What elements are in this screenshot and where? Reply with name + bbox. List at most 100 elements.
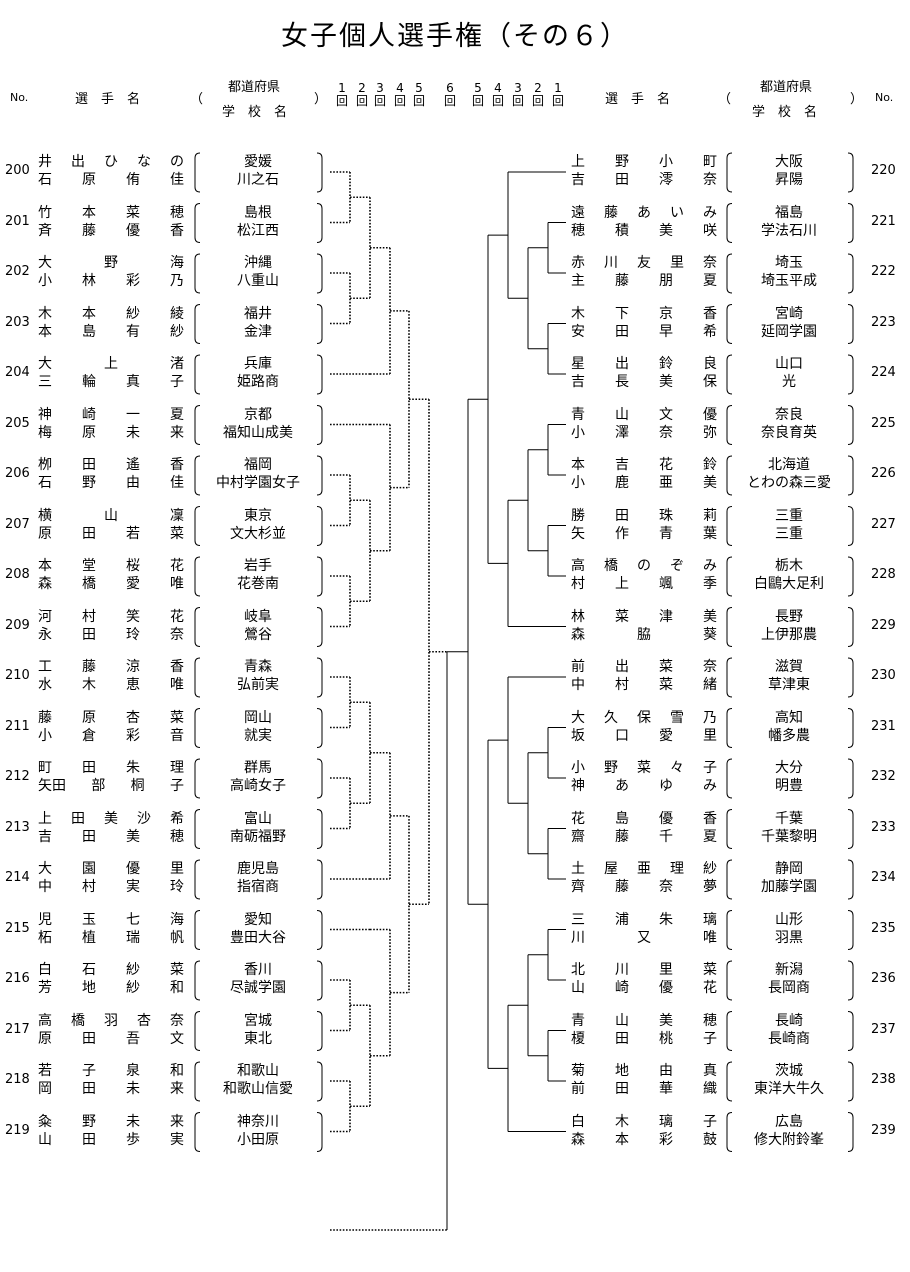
right-player-1-name: 三浦朱璃 xyxy=(571,911,717,929)
bracket-paren xyxy=(316,556,323,597)
left-player-2-name: 岡田未来 xyxy=(38,1080,184,1098)
name-char: 山 xyxy=(104,507,118,524)
name-char: 田 xyxy=(82,1030,96,1047)
name-char: 里 xyxy=(703,727,717,744)
bracket-paren xyxy=(316,910,323,950)
name-char: 杏 xyxy=(137,1012,151,1029)
name-char: 朋 xyxy=(659,273,673,289)
name-char: 井 xyxy=(38,154,52,170)
pref-header-left: 都道府県 xyxy=(228,80,281,95)
name-char: 藤 xyxy=(82,222,96,239)
entry-number-left: 216 xyxy=(5,971,30,986)
name-char: 若 xyxy=(126,525,140,542)
name-char: 子 xyxy=(169,778,184,794)
school-right: 延岡学園 xyxy=(761,323,817,340)
name-char: ひ xyxy=(104,154,118,170)
left-player-1-name: 若子泉和 xyxy=(38,1062,184,1080)
name-char: 野 xyxy=(82,475,96,491)
left-player-1-name: 上田美沙希 xyxy=(38,810,184,828)
right-player-1-name: 本吉花鈴 xyxy=(571,456,717,474)
bracket-paren xyxy=(316,859,323,900)
name-char: 原 xyxy=(82,709,96,726)
name-char: 彩 xyxy=(126,727,140,744)
name-char: 上 xyxy=(104,356,118,372)
name-char: 弥 xyxy=(703,424,717,441)
prefecture-right: 千葉 xyxy=(775,810,803,827)
name-char: 口 xyxy=(615,727,629,744)
name-char: 美 xyxy=(703,608,717,625)
name-char: 愛 xyxy=(659,727,673,744)
name-char: 唯 xyxy=(170,576,184,592)
name-char: 朱 xyxy=(659,911,673,928)
name-char: 島 xyxy=(615,810,629,827)
left-player-1-name: 粂野未来 xyxy=(38,1113,184,1131)
entry-number-right: 238 xyxy=(871,1072,896,1087)
entry-number-left: 211 xyxy=(5,718,30,734)
name-char: 玲 xyxy=(170,879,184,895)
bracket-paren xyxy=(316,708,323,748)
school-right: 草津東 xyxy=(768,677,810,693)
prefecture-left: 兵庫 xyxy=(244,356,272,372)
school-left: 高崎女子 xyxy=(230,778,286,794)
name-char: い xyxy=(670,204,684,221)
name-char: 美 xyxy=(126,828,140,845)
bracket-paren xyxy=(316,809,323,849)
prefecture-right: 広島 xyxy=(775,1113,803,1130)
name-char: 夢 xyxy=(703,879,717,895)
name-char: 屋 xyxy=(604,861,618,877)
school-left: 文大杉並 xyxy=(230,525,286,542)
name-char: 咲 xyxy=(703,222,717,239)
bracket-paren xyxy=(726,304,733,344)
name-char: 山 xyxy=(615,406,629,423)
name-char: 岡 xyxy=(38,1081,52,1097)
right-player-1-name: 土屋亜理紗 xyxy=(571,860,717,878)
right-player-1-name: 高橋のぞみ xyxy=(571,557,717,575)
bracket-paren xyxy=(194,253,201,294)
name-char: 田 xyxy=(615,1081,629,1097)
name-char: 未 xyxy=(126,424,140,441)
prefecture-right: 奈良 xyxy=(775,406,803,423)
school-left: 姫路商 xyxy=(237,374,279,390)
name-char: 藤 xyxy=(615,828,629,845)
prefecture-right: 栃木 xyxy=(775,558,803,574)
round-suffix: 回 xyxy=(491,94,504,108)
name-char: 出 xyxy=(71,154,85,170)
name-char: 青 xyxy=(659,525,673,542)
name-char: 優 xyxy=(703,406,717,423)
name-char: 菜 xyxy=(659,677,673,693)
name-char: 笑 xyxy=(126,608,140,625)
name-char: 若 xyxy=(38,1063,52,1079)
name-char: 吉 xyxy=(571,172,585,188)
name-char: 小 xyxy=(571,475,585,491)
name-char: 和 xyxy=(170,980,184,996)
left-player-1-name: 木本紗綾 xyxy=(38,305,184,323)
name-char: 来 xyxy=(170,1081,184,1097)
name-char: 斉 xyxy=(38,222,52,239)
name-char: 七 xyxy=(126,911,140,928)
school-left: 八重山 xyxy=(237,273,279,289)
name-char: 音 xyxy=(170,727,184,744)
school-header-right: 学 校 名 xyxy=(752,105,818,120)
name-char: 保 xyxy=(703,374,717,390)
right-player-1-name: 勝田珠莉 xyxy=(571,507,717,525)
round-suffix: 回 xyxy=(373,94,386,108)
name-char: 小 xyxy=(571,760,585,776)
name-char: 花 xyxy=(170,558,184,574)
name-char: 雪 xyxy=(670,709,684,726)
prefecture-left: 香川 xyxy=(244,962,272,978)
left-player-2-name: 矢田部桐子 xyxy=(38,777,184,795)
entry-number-left: 207 xyxy=(5,516,30,532)
right-player-1-name: 前出菜奈 xyxy=(571,658,717,676)
name-char: 奈 xyxy=(170,626,184,643)
prefecture-left: 東京 xyxy=(244,507,272,524)
name-char: 杏 xyxy=(126,709,140,726)
entry-number-right: 223 xyxy=(871,314,896,330)
name-char: 優 xyxy=(659,810,673,827)
bracket-paren xyxy=(316,405,323,445)
entry-number-left: 206 xyxy=(5,466,30,481)
bracket-paren xyxy=(726,859,733,900)
